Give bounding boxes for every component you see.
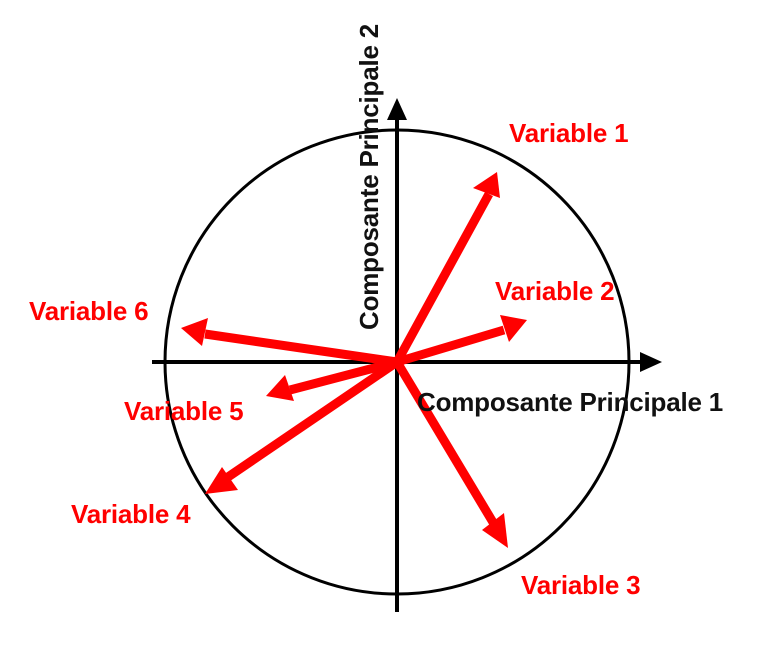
vector-variable-5-arrowhead <box>266 375 294 401</box>
vector-variable-5-shaft <box>288 357 399 395</box>
x-axis-label: Composante Principale 1 <box>417 387 724 417</box>
vector-variable-4 <box>205 358 400 494</box>
variable-6-label: Variable 6 <box>29 296 149 326</box>
vector-variable-6-shaft <box>204 329 398 367</box>
vector-variable-3 <box>393 359 508 548</box>
variable-5-label: Variable 5 <box>124 396 244 426</box>
vector-variable-5 <box>266 357 399 401</box>
vector-variable-4-arrowhead <box>205 467 238 494</box>
variable-2-label: Variable 2 <box>495 276 615 306</box>
vector-variable-1 <box>393 172 500 365</box>
y-axis-arrowhead <box>387 98 407 120</box>
vector-variable-3-shaft <box>393 359 498 527</box>
variable-4-label: Variable 4 <box>71 499 191 529</box>
vector-variable-4-shaft <box>225 358 400 481</box>
vector-variable-1-arrowhead <box>473 172 500 198</box>
vector-variable-2 <box>395 315 527 367</box>
vector-variable-2-shaft <box>395 325 506 367</box>
variable-1-label: Variable 1 <box>509 118 629 148</box>
x-axis-arrowhead <box>640 352 662 372</box>
vector-variable-3-arrowhead <box>482 513 508 548</box>
vector-variable-1-shaft <box>393 191 493 365</box>
vector-variable-6-arrowhead <box>181 318 208 346</box>
y-axis-label: Composante Principale 2 <box>354 23 384 330</box>
variable-3-label: Variable 3 <box>521 570 641 600</box>
vector-variable-6 <box>181 318 398 367</box>
vector-variable-2-arrowhead <box>500 315 527 342</box>
